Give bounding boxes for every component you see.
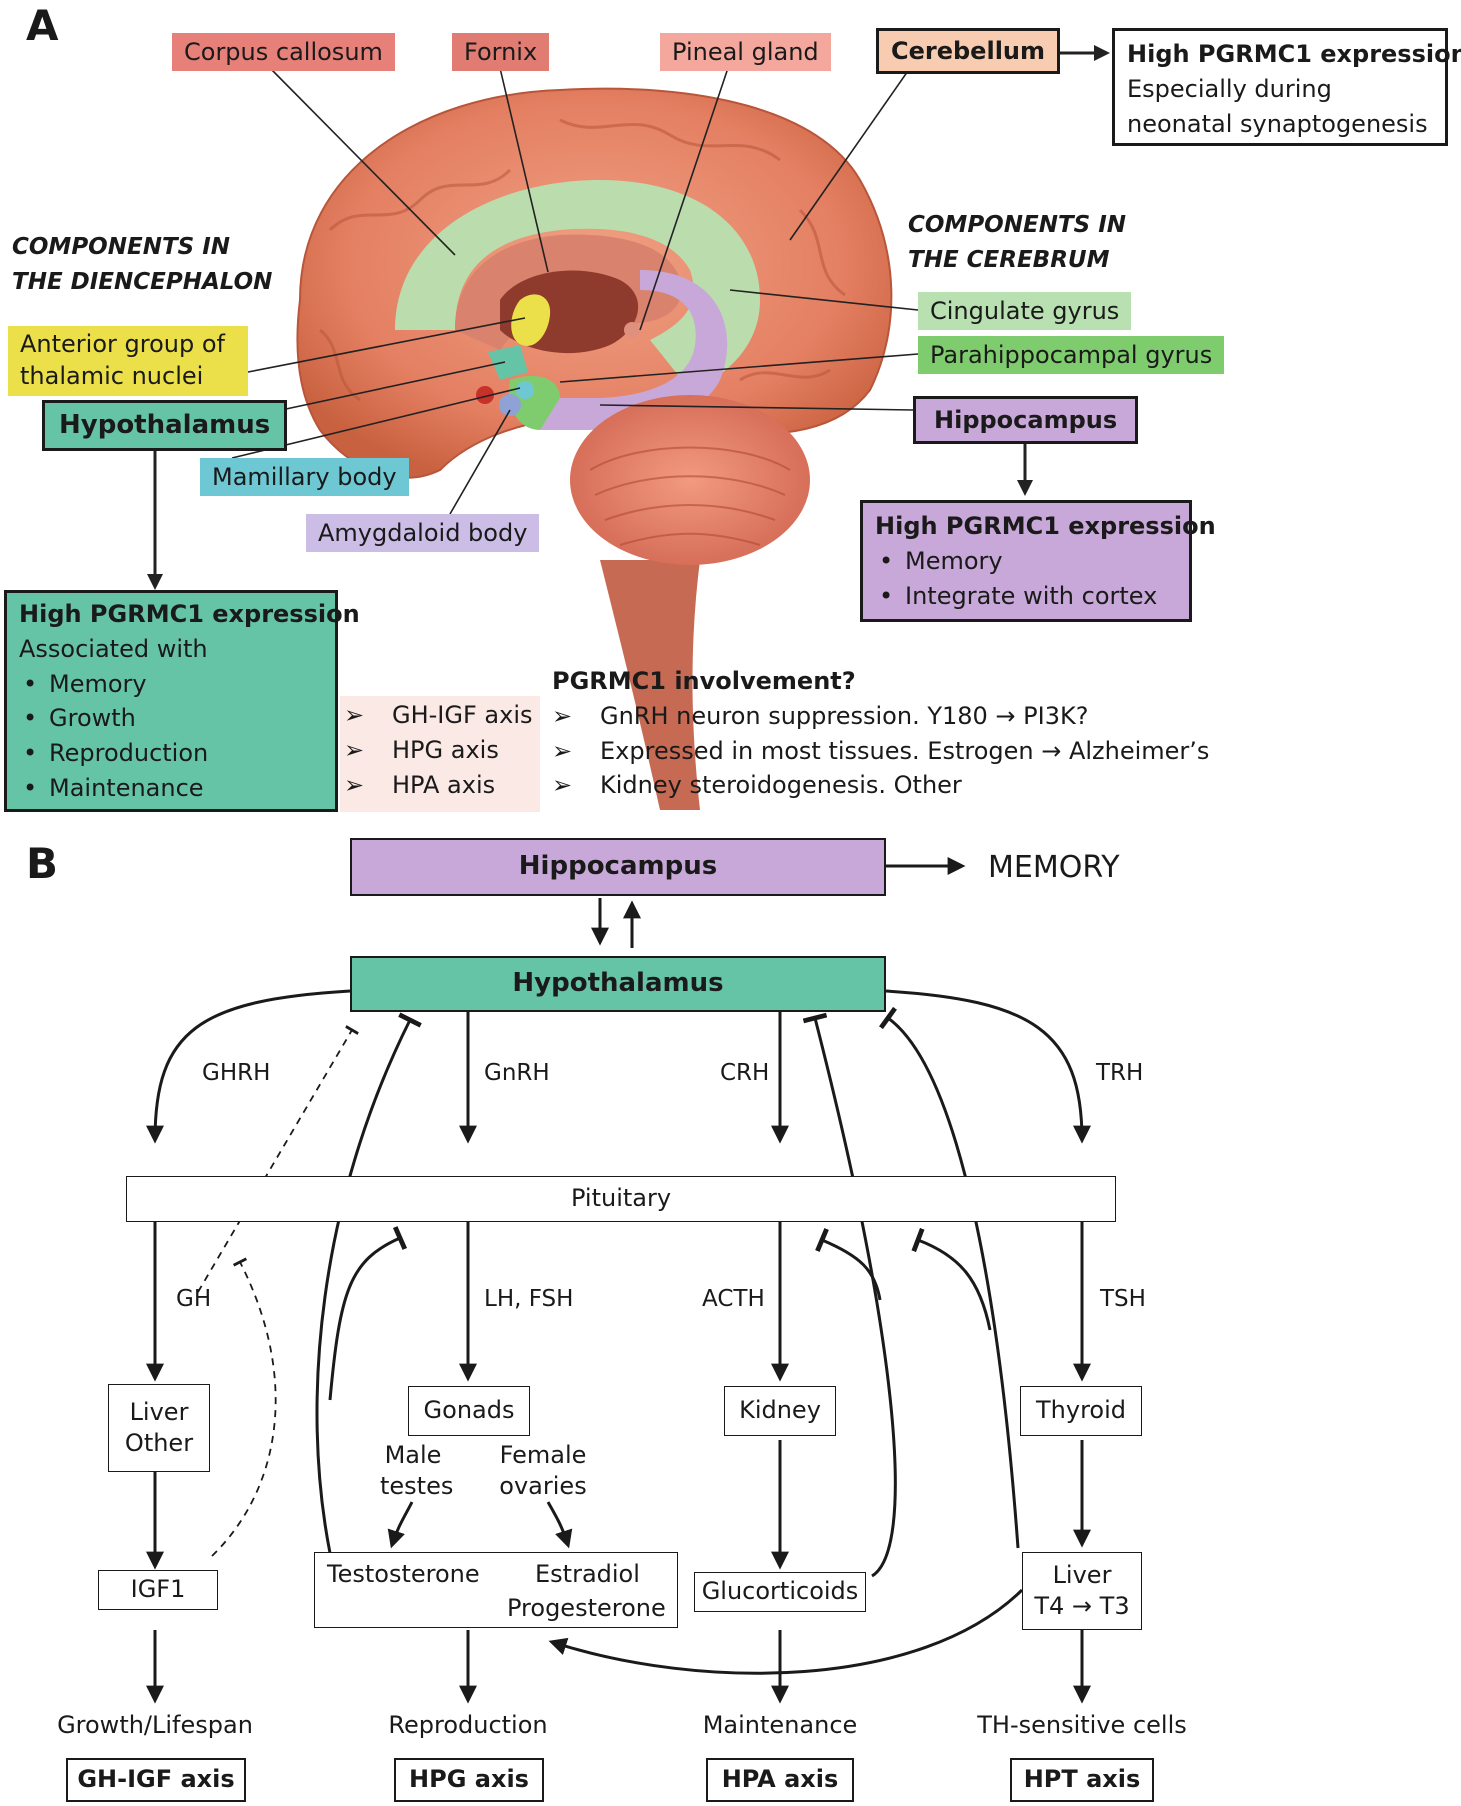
pineal-shape: [624, 322, 640, 338]
signal-lh-fsh: LH, FSH: [484, 1286, 574, 1312]
label-amygdaloid-body: Amygdaloid body: [306, 514, 540, 552]
hormone-glucorticoids: Glucorticoids: [694, 1572, 866, 1612]
outcome-reproduction: Reproduction: [388, 1711, 548, 1739]
signal-crh: CRH: [720, 1060, 770, 1086]
involvement-item-3: Kidney steroidogenesis. Other: [552, 768, 1209, 803]
amygdala-shape: [499, 394, 521, 416]
male-line-2: testes: [380, 1472, 454, 1501]
signal-gh: GH: [176, 1286, 212, 1312]
b-hippocampus-box: Hippocampus: [350, 838, 886, 896]
cingulate-band: [395, 180, 760, 390]
label-cerebellum: Cerebellum: [876, 28, 1061, 74]
hippocampus-expression-box: High PGRMC1 expression Memory Integrate …: [860, 500, 1216, 622]
female-ovaries-label: Female ovaries: [498, 1440, 588, 1502]
label-mamillary-body: Mamillary body: [200, 458, 409, 496]
hormone-liver-t4-t3: Liver T4 → T3: [1022, 1552, 1142, 1630]
pituitary-shape: [476, 386, 494, 404]
hypothalamus-shape: [488, 345, 528, 380]
diencephalon-heading-line-1: COMPONENTS IN: [12, 234, 231, 260]
signal-tsh: TSH: [1100, 1286, 1146, 1312]
outcome-maintenance: Maintenance: [702, 1711, 858, 1739]
axis-hpg: HPG axis: [394, 1758, 544, 1802]
female-line-1: Female: [499, 1441, 587, 1469]
hypothalamus-box-title: High PGRMC1 expression: [19, 600, 360, 628]
label-parahippocampal-gyrus: Parahippocampal gyrus: [918, 336, 1225, 374]
organ-liver-other-line-1: Liver: [129, 1397, 189, 1426]
b-hypothalamus-box: Hypothalamus: [350, 956, 886, 1012]
cerebellum-box-line-1: Especially during: [1127, 74, 1332, 103]
leader-lines: [231, 67, 919, 515]
hormone-igf1: IGF1: [98, 1570, 218, 1610]
label-fornix: Fornix: [452, 33, 550, 71]
mamillary-shape: [516, 381, 534, 399]
hormone-estradiol: Estradiol: [535, 1560, 640, 1588]
cerebrum-heading-line-1: COMPONENTS IN: [908, 212, 1127, 238]
organ-kidney: Kidney: [724, 1386, 836, 1436]
involvement-item-2: Expressed in most tissues. Estrogen → Al…: [552, 734, 1209, 769]
label-anterior-thalamic-nuclei: Anterior group of thalamic nuclei: [8, 326, 248, 396]
hippocampus-box-bullet-1: Memory: [875, 544, 1177, 579]
organ-gonads: Gonads: [408, 1386, 530, 1436]
signal-acth: ACTH: [702, 1286, 765, 1312]
label-hippocampus: Hippocampus: [913, 396, 1139, 444]
cerebellum-box-line-2: neonatal synaptogenesis: [1127, 109, 1428, 138]
organ-liver-other: Liver Other: [108, 1384, 210, 1472]
hypothalamus-box-bullet-2: Growth: [19, 701, 323, 736]
signal-gnrh: GnRH: [484, 1060, 550, 1086]
axes-list-item-3: HPA axis: [344, 768, 536, 803]
hormone-progesterone: Progesterone: [507, 1594, 666, 1622]
cerebrum-heading: COMPONENTS IN THE CEREBRUM: [908, 208, 1126, 277]
label-cingulate-gyrus: Cingulate gyrus: [918, 292, 1132, 330]
label-pineal-gland: Pineal gland: [660, 33, 831, 71]
male-testes-label: Male testes: [380, 1440, 454, 1502]
label-corpus-callosum: Corpus callosum: [172, 33, 395, 71]
diencephalon-heading-line-2: THE DIENCEPHALON: [12, 268, 273, 295]
axis-hpa: HPA axis: [706, 1758, 854, 1802]
panel-b-letter: B: [26, 839, 59, 888]
hippocampus-shape: [536, 270, 728, 430]
axes-list-item-1: GH-IGF axis: [344, 698, 536, 733]
female-line-2: ovaries: [499, 1472, 587, 1501]
b-pituitary-box: Pituitary: [126, 1176, 1116, 1222]
outcome-growth: Growth/Lifespan: [57, 1711, 253, 1739]
signal-trh: TRH: [1096, 1060, 1144, 1086]
signal-ghrh: GHRH: [202, 1060, 271, 1086]
hippocampus-box-title: High PGRMC1 expression: [875, 512, 1216, 540]
organ-liver-other-line-2: Other: [124, 1429, 194, 1457]
hypothalamus-box-bullet-1: Memory: [19, 667, 323, 702]
cerebellum-shape: [570, 395, 810, 565]
axis-gh-igf: GH-IGF axis: [66, 1758, 246, 1802]
organ-thyroid: Thyroid: [1020, 1386, 1142, 1436]
cerebellum-box-title: High PGRMC1 expression: [1127, 40, 1461, 68]
hypothalamus-expression-box: High PGRMC1 expression Associated with M…: [4, 590, 360, 812]
cerebellum-expression-box: High PGRMC1 expression Especially during…: [1112, 28, 1461, 146]
hippocampus-box-bullet-2: Integrate with cortex: [875, 579, 1177, 614]
b-memory-label: MEMORY: [988, 850, 1120, 885]
hormone-testosterone: Testosterone: [327, 1560, 480, 1588]
panel-a-letter: A: [26, 1, 59, 50]
gyri-lines: [319, 118, 846, 402]
axes-list-box: GH-IGF axis HPG axis HPA axis: [340, 696, 540, 812]
involvement-title: PGRMC1 involvement?: [552, 667, 856, 695]
hormone-gonadal-box: Testosterone Estradiol Progesterone: [314, 1552, 678, 1628]
hypothalamus-box-bullet-4: Maintenance: [19, 771, 323, 806]
axis-hpt: HPT axis: [1010, 1758, 1154, 1802]
liver-t4-line-1: Liver: [1052, 1560, 1112, 1589]
involvement-block: PGRMC1 involvement? GnRH neuron suppress…: [552, 664, 1209, 803]
axes-list-item-2: HPG axis: [344, 733, 536, 768]
involvement-item-1: GnRH neuron suppression. Y180 → PI3K?: [552, 699, 1209, 734]
label-hypothalamus: Hypothalamus: [42, 400, 288, 451]
thalamic-nuclei-shape: [511, 294, 551, 346]
cerebrum-heading-line-2: THE CEREBRUM: [908, 246, 1110, 273]
cerebellum-folia: [589, 446, 791, 546]
diencephalon-heading: COMPONENTS IN THE DIENCEPHALON: [12, 230, 272, 299]
hypothalamus-box-bullet-3: Reproduction: [19, 736, 323, 771]
outcome-th-sensitive: TH-sensitive cells: [977, 1711, 1187, 1739]
hypothalamus-box-subtitle: Associated with: [19, 634, 208, 663]
male-line-1: Male: [384, 1441, 442, 1469]
liver-t4-line-2: T4 → T3: [1034, 1592, 1130, 1620]
